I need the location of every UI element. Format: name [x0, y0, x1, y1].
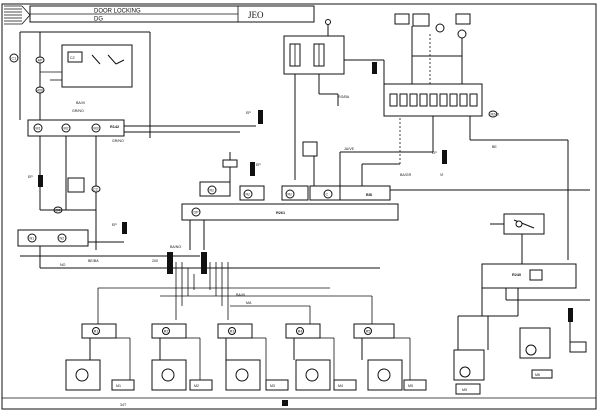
relay-module-top: C2 C1 AP 400	[9, 31, 151, 138]
svg-text:M5: M5	[462, 388, 467, 392]
svg-text:R2: R2	[164, 329, 169, 333]
junction-module-left: M1 M2 M3 R142 GR/NO BA/VI GR/NO	[27, 101, 256, 250]
svg-text:BA/NO: BA/NO	[170, 245, 181, 249]
node-m-mid: M2	[64, 126, 69, 130]
sheet-frame	[1, 3, 597, 410]
harness-stubs	[4, 5, 31, 25]
relay-label-c2: C2	[70, 56, 75, 60]
svg-text:R261: R261	[276, 211, 285, 215]
left-actuator-block: N1 N2 EP BE/BA NO	[17, 222, 380, 269]
fuse-box: RG/BA EP	[246, 19, 385, 180]
node-ap: AP	[38, 58, 43, 62]
connector-pins	[389, 93, 478, 107]
actuator-row: R1 M1 R2 M2 R3 M3	[65, 323, 427, 391]
page-footer: 34T	[2, 397, 596, 407]
svg-text:EP: EP	[432, 151, 437, 155]
svg-text:N1: N1	[30, 236, 35, 240]
svg-text:200: 200	[152, 259, 158, 263]
svg-text:MA: MA	[246, 301, 252, 305]
node-c3: C3	[93, 187, 98, 191]
svg-text:GR/NO: GR/NO	[72, 109, 84, 113]
svg-text:M3: M3	[270, 384, 275, 388]
svg-text:EP: EP	[256, 163, 261, 167]
svg-text:R240: R240	[512, 273, 521, 277]
svg-text:R4: R4	[298, 329, 303, 333]
actuator-2: R2 M2	[151, 323, 213, 391]
svg-text:BSI: BSI	[366, 193, 372, 197]
svg-text:BA/GR: BA/GR	[400, 173, 412, 177]
actuator-4: R4 M4	[285, 323, 357, 391]
svg-text:M4: M4	[338, 384, 343, 388]
svg-text:M1: M1	[116, 384, 121, 388]
svg-text:JA/VE: JA/VE	[344, 147, 355, 151]
svg-text:M5: M5	[408, 384, 413, 388]
top-right-parts	[394, 13, 471, 90]
svg-text:R3: R3	[230, 329, 235, 333]
tag-r142: R142	[110, 125, 119, 129]
svg-text:EP: EP	[28, 175, 33, 179]
svg-text:GR/NO: GR/NO	[112, 139, 124, 143]
svg-text:R5: R5	[366, 329, 371, 333]
svg-text:BA/VI: BA/VI	[76, 101, 85, 105]
svg-text:R1: R1	[94, 329, 99, 333]
left-connector-column: EP C3 C4	[28, 175, 101, 214]
svg-text:VI: VI	[440, 173, 443, 177]
actuator-5: R5 M5	[353, 323, 427, 391]
right-relay-unit: R240	[457, 213, 590, 350]
page-number: 34T	[120, 403, 127, 407]
svg-text:NO: NO	[60, 263, 66, 267]
svg-text:EP: EP	[246, 111, 251, 115]
svg-text:Rz: Rz	[246, 192, 251, 196]
svg-text:Rz: Rz	[288, 192, 293, 196]
svg-text:R240: R240	[491, 112, 500, 116]
footer-mark	[282, 400, 288, 406]
actuator-3: R3 M3	[217, 323, 289, 391]
central-module-row: EP Rz Rz Rz C BSI JA/VE BA/GR VI	[199, 116, 590, 201]
node-c1: C1	[12, 57, 17, 61]
svg-text:EP: EP	[112, 223, 117, 227]
svg-text:RG/BA: RG/BA	[338, 95, 350, 99]
svg-text:Rz: Rz	[210, 188, 215, 192]
svg-text:BE: BE	[492, 145, 497, 149]
svg-text:M6: M6	[535, 373, 540, 377]
svg-text:BE/BA: BE/BA	[88, 259, 99, 263]
title-code: JEO	[248, 10, 264, 20]
svg-text:M2: M2	[194, 384, 199, 388]
actuator-1: R1 M1	[65, 323, 135, 391]
node-m-right: M3	[94, 126, 99, 130]
title-line-1: DOOR LOCKING	[94, 9, 141, 15]
main-bus: DP R261 BA/NO	[170, 203, 399, 250]
connector-bar-right: R240 EP BE	[383, 83, 569, 260]
svg-text:C: C	[326, 192, 329, 196]
svg-text:BA/VI: BA/VI	[236, 293, 245, 297]
node-400: 400	[37, 88, 43, 92]
ep-200-harness: 200 BA/VI MA	[97, 252, 373, 324]
title-line-2: DG	[94, 17, 103, 23]
right-lower-motors: M5 M6	[453, 327, 587, 395]
node-m-left: M1	[36, 126, 41, 130]
svg-text:DP: DP	[194, 210, 200, 214]
title-block: DOOR LOCKING DG JEO	[29, 5, 315, 23]
svg-text:N2: N2	[60, 236, 65, 240]
